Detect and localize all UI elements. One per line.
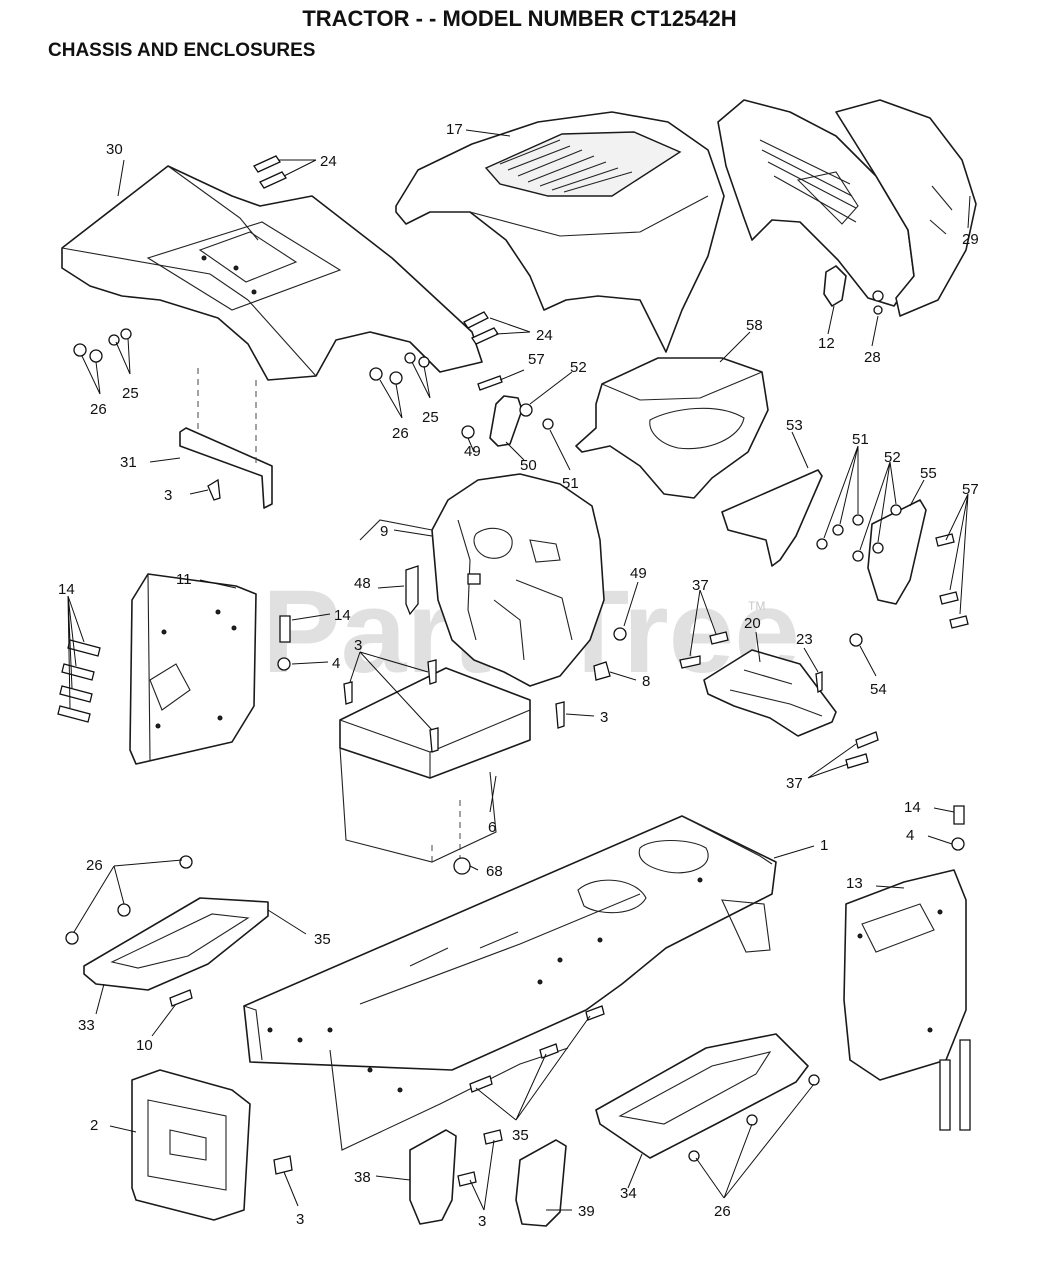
callout-24: 24 [320,153,337,170]
callout-25: 25 [422,409,439,426]
part-17-hood [395,111,725,353]
callout-34: 34 [620,1185,637,1202]
watermark-trademark: TM [748,599,765,613]
callout-26: 26 [90,401,107,418]
part-6-plate [339,667,531,863]
part-13-right-panel [843,869,967,1081]
callout-3: 3 [478,1213,486,1230]
callout-14: 14 [904,799,921,816]
callout-58: 58 [746,317,763,334]
callout-51: 51 [562,475,579,492]
callout-8: 8 [642,673,650,690]
callout-3: 3 [600,709,608,726]
callout-49: 49 [464,443,481,460]
callout-26: 26 [392,425,409,442]
callout-14: 14 [334,607,351,624]
part-2-plate [131,1069,251,1221]
callout-17: 17 [446,121,463,138]
callout-9: 9 [380,523,388,540]
callout-6: 6 [488,819,496,836]
part-11-left-panel [129,573,257,765]
callout-39: 39 [578,1203,595,1220]
callout-23: 23 [796,631,813,648]
callout-50: 50 [520,457,537,474]
callout-29: 29 [962,231,979,248]
callout-26: 26 [86,857,103,874]
callout-1: 1 [820,837,828,854]
callout-37: 37 [786,775,803,792]
callout-33: 33 [78,1017,95,1034]
section-title: CHASSIS AND ENCLOSURES [48,40,316,61]
page-title: TRACTOR - - MODEL NUMBER CT12542H [302,6,737,31]
part-29-grille [717,99,977,317]
callout-26: 26 [714,1203,731,1220]
callout-3: 3 [354,637,362,654]
callout-35: 35 [512,1127,529,1144]
hardware [57,155,971,1187]
part-9-console [359,473,605,687]
callout-35: 35 [314,931,331,948]
callout-57: 57 [528,351,545,368]
callout-54: 54 [870,681,887,698]
callout-11: 11 [176,571,192,588]
callout-4: 4 [906,827,914,844]
part-39-bracket [515,1139,567,1227]
callout-30: 30 [106,141,123,158]
callout-37: 37 [692,577,709,594]
callout-49: 49 [630,565,647,582]
leader-lines [67,129,971,1211]
part-31-bracket [179,368,273,509]
callout-68: 68 [486,863,503,880]
part-34-footrest [595,1033,809,1159]
part-28-fastener [872,290,884,315]
part-58-shroud [575,357,769,499]
callout-52: 52 [570,359,587,376]
callout-3: 3 [296,1211,304,1228]
callout-48: 48 [354,575,371,592]
part-38-bracket [409,1129,457,1225]
callout-20: 20 [744,615,761,632]
callout-57: 57 [962,481,979,498]
part-30-dash-cover [61,165,483,381]
callout-12: 12 [818,335,835,352]
callout-53: 53 [786,417,803,434]
callout-51: 51 [852,431,869,448]
part-20-plate [703,649,837,737]
callout-25: 25 [122,385,139,402]
part-1-frame [243,815,777,1151]
part-50-lever [489,395,523,447]
part-12-latch [823,265,847,307]
callout-3: 3 [164,487,172,504]
callout-52: 52 [884,449,901,466]
callout-31: 31 [120,454,137,471]
callout-55: 55 [920,465,937,482]
callout-13: 13 [846,875,863,892]
callout-10: 10 [136,1037,153,1054]
part-33-footrest [83,897,269,991]
callout-4: 4 [332,655,340,672]
callout-labels: 30 24 17 29 12 28 24 58 57 52 25 26 25 2… [58,121,979,1230]
callout-14: 14 [58,581,75,598]
callout-28: 28 [864,349,881,366]
part-53-bracket [721,469,823,567]
callout-2: 2 [90,1117,98,1134]
part-55-bracket [867,499,927,605]
callout-38: 38 [354,1169,371,1186]
callout-24: 24 [536,327,553,344]
